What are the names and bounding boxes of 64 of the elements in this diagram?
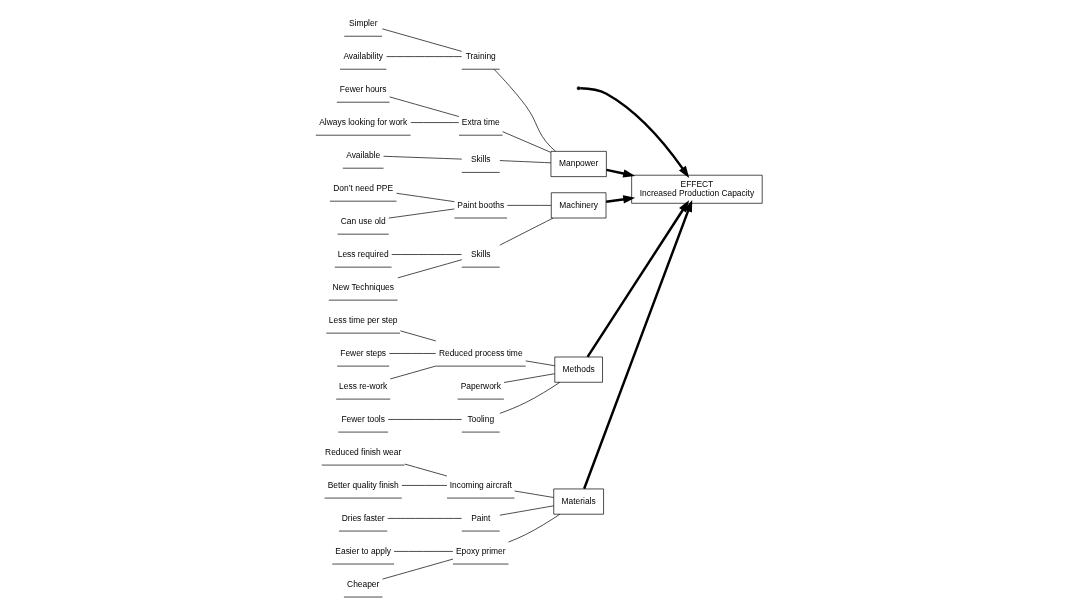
node-text: Skills	[470, 153, 491, 164]
connector	[388, 353, 436, 354]
connector	[503, 373, 555, 383]
node-text: Incoming aircraft	[449, 479, 512, 490]
node-text: Fewer hours	[339, 83, 387, 94]
connector	[506, 205, 551, 206]
node-text: Paint	[470, 512, 490, 523]
node-box: Materials	[552, 488, 604, 515]
node-text: Always looking for work	[318, 116, 407, 127]
connector	[498, 217, 553, 246]
connector	[395, 192, 455, 203]
connector	[381, 28, 462, 52]
connector	[513, 490, 554, 498]
node-text: Paperwork	[460, 380, 501, 391]
connector	[499, 381, 560, 414]
connector	[396, 259, 462, 279]
connector	[404, 463, 447, 477]
node-text: Reduced process time	[438, 347, 523, 358]
arrow	[586, 200, 689, 358]
connector	[498, 505, 554, 516]
connector	[387, 208, 455, 219]
node-text: Tooling	[466, 413, 494, 424]
node-text: Don’t need PPE	[332, 182, 393, 193]
node-text: Less re-work	[338, 380, 387, 391]
node-text: Simpler	[348, 17, 377, 28]
node-box: Methods	[553, 356, 603, 383]
connector	[390, 254, 462, 255]
arrow	[605, 195, 635, 204]
connector	[498, 160, 551, 164]
connector	[409, 122, 459, 123]
arrow	[579, 86, 689, 179]
node-text: Fewer steps	[339, 347, 386, 358]
node-text: Paint booths	[456, 199, 504, 210]
connector	[382, 155, 462, 160]
node-text: Better quality finish	[327, 479, 399, 490]
connector	[387, 419, 462, 420]
node-text: Extra time	[461, 116, 500, 127]
node-box: Machinery	[550, 192, 606, 219]
connector	[493, 69, 556, 152]
arrow	[605, 168, 635, 178]
node-text: Fewer tools	[340, 413, 385, 424]
node-text: Dries faster	[341, 512, 385, 523]
node-text: Cheaper	[346, 578, 379, 589]
node-text: Less time per step	[328, 314, 398, 325]
connector	[388, 96, 459, 117]
connector	[524, 360, 555, 367]
node-text: Availability	[342, 50, 383, 61]
node-text: Epoxy primer	[455, 545, 506, 556]
node-text: Available	[345, 149, 380, 160]
node-text: Can use old	[340, 215, 386, 226]
node-text: Easier to apply	[334, 545, 391, 556]
connector	[399, 330, 436, 342]
connector	[501, 131, 551, 153]
node-text: Training	[465, 50, 496, 61]
connector	[381, 558, 453, 580]
node-text: Less required	[337, 248, 389, 259]
node-text: Skills	[470, 248, 491, 259]
node-text: New Techniques	[331, 281, 394, 292]
node-box: EFFECT Increased Production Capacity	[630, 174, 763, 204]
arrow	[582, 199, 692, 490]
connector	[389, 365, 436, 380]
node-text: Reduced finish wear	[324, 446, 401, 457]
node-box: Manpower	[550, 151, 607, 177]
connector	[507, 513, 560, 543]
